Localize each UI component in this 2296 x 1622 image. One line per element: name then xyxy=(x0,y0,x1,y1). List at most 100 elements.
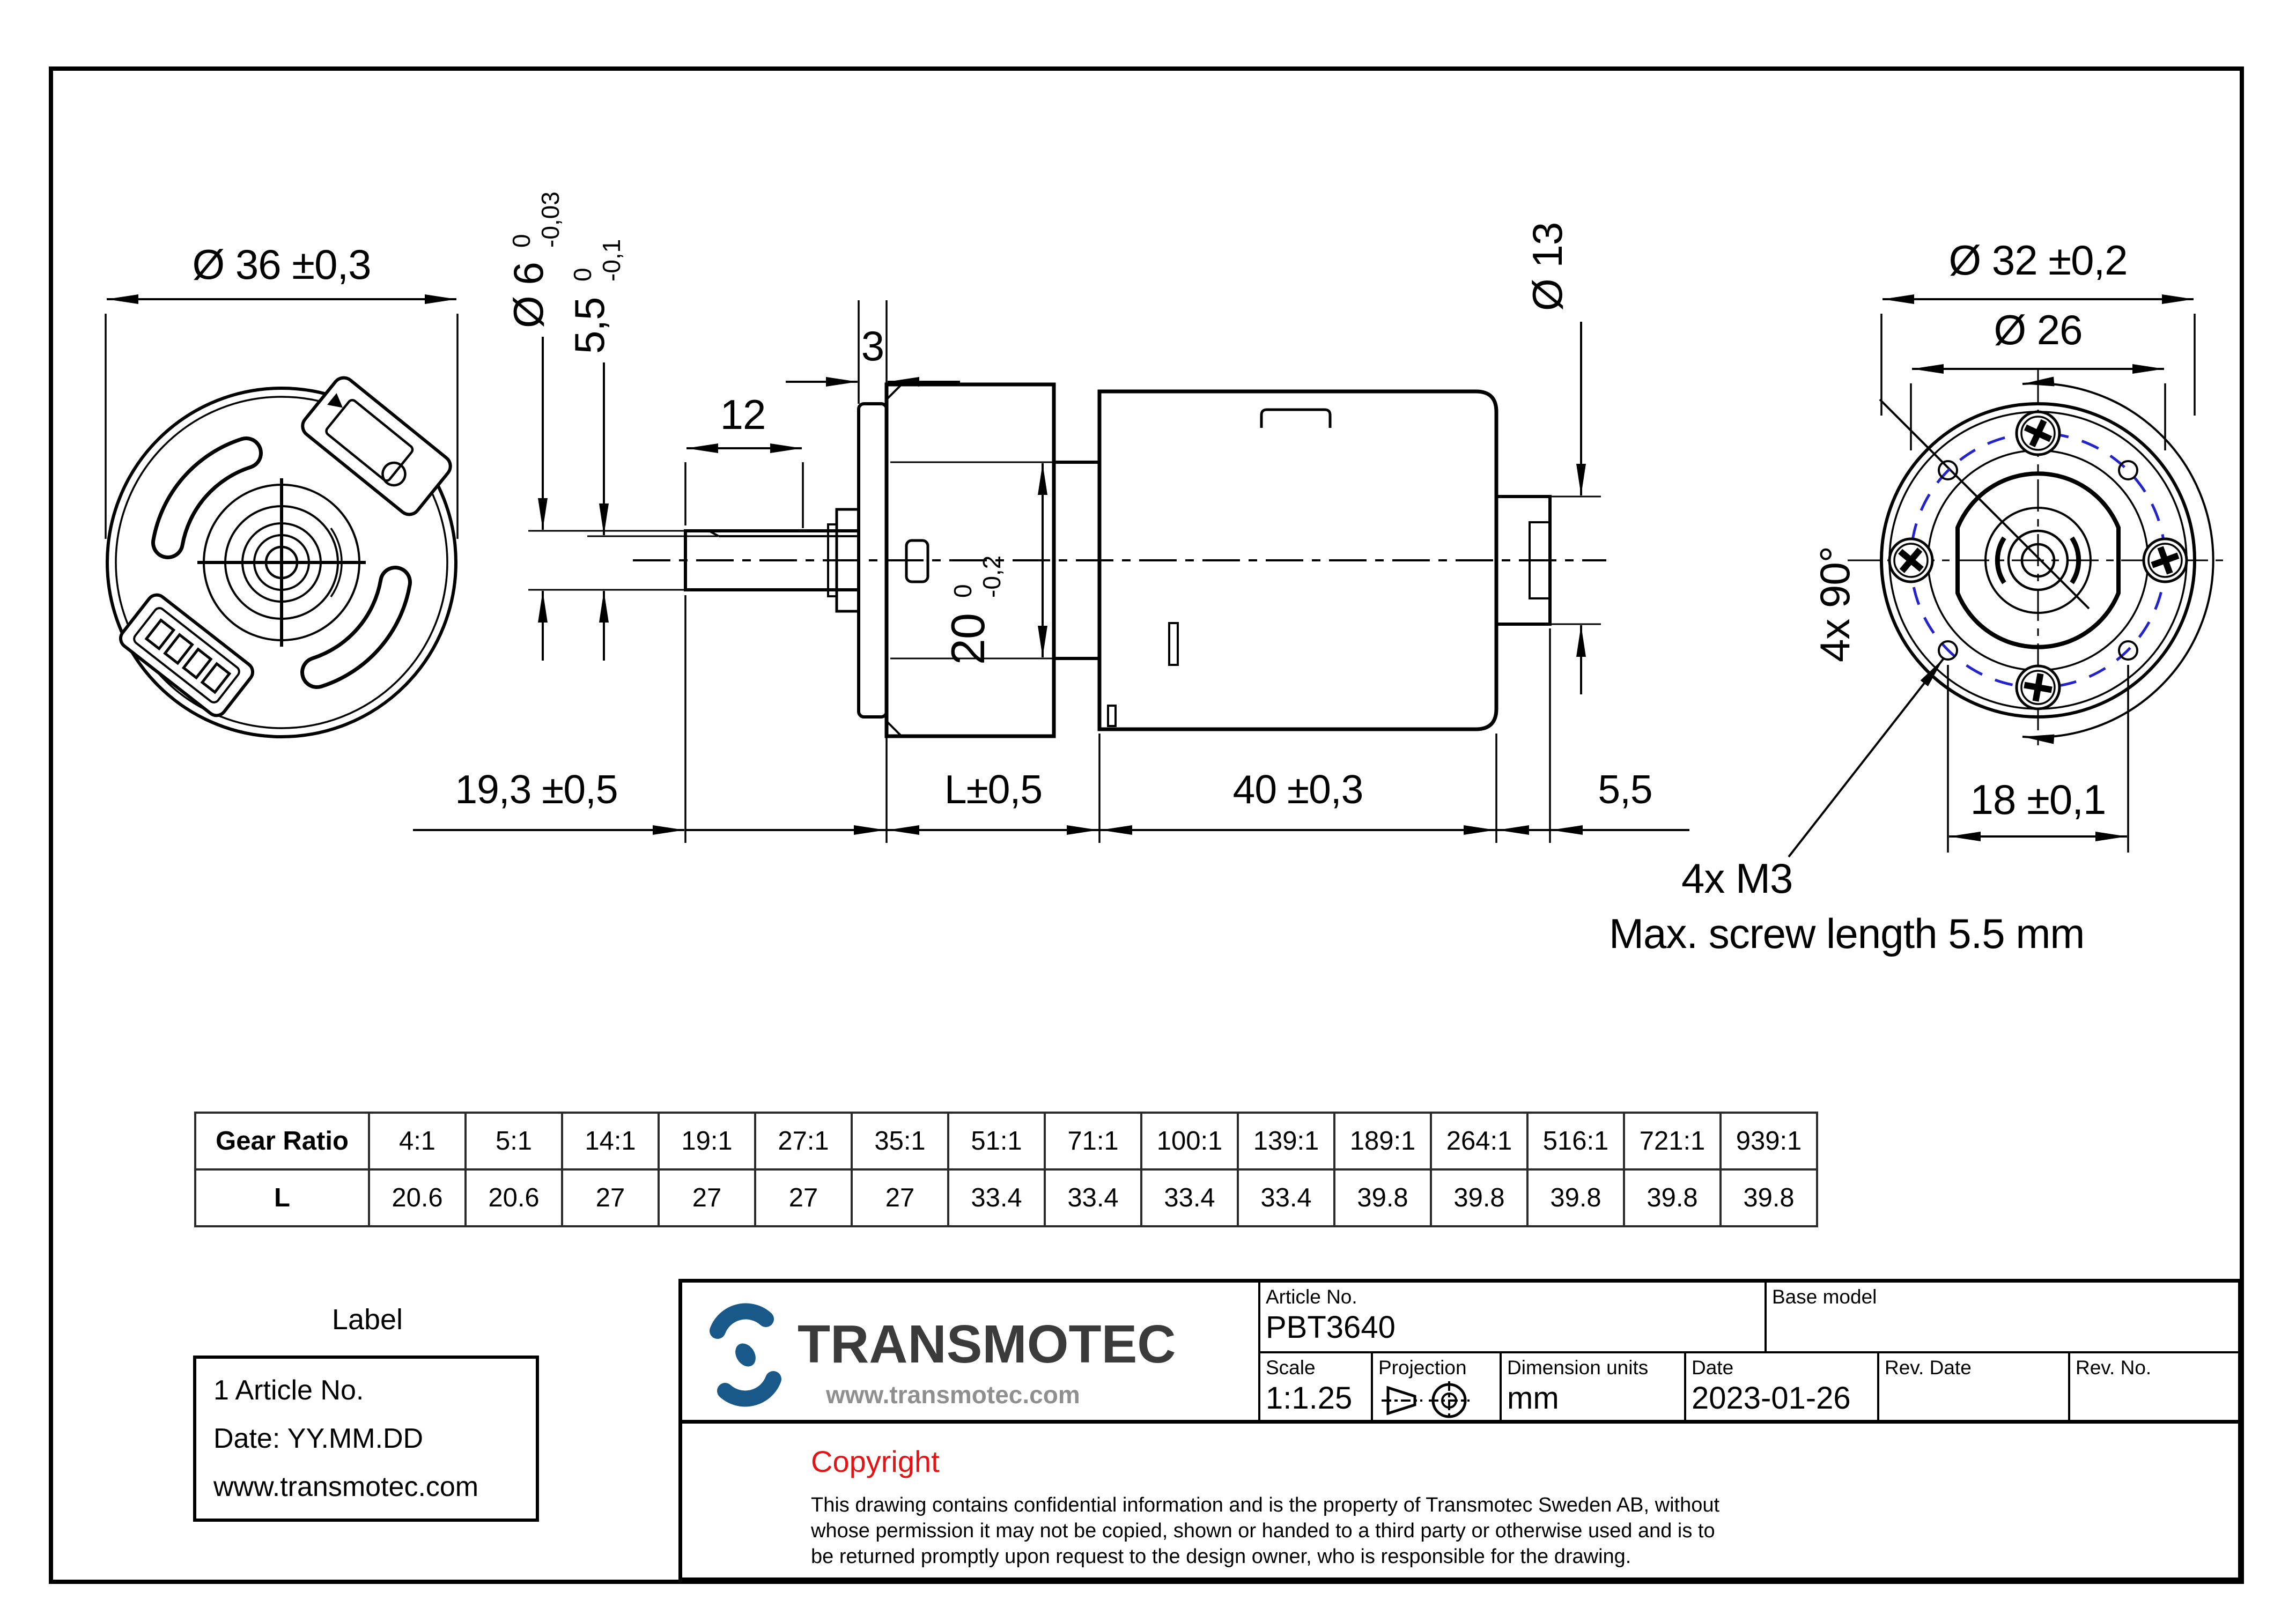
svg-text:0: 0 xyxy=(569,268,596,282)
l-cell-7: 33.4 xyxy=(1044,1168,1142,1227)
label-box: 1 Article No. Date: YY.MM.DD www.transmo… xyxy=(193,1356,539,1522)
l-header: L xyxy=(194,1168,370,1227)
screw-right xyxy=(2142,537,2188,583)
front-view xyxy=(106,376,457,738)
gear-ratio-table: Gear Ratio 4:1 5:1 14:1 19:1 27:1 35:1 5… xyxy=(194,1112,1818,1227)
dim-d36-text: Ø 36 ±0,3 xyxy=(192,241,371,288)
screw-bottom xyxy=(2015,664,2061,710)
dim-40-text: 40 ±0,3 xyxy=(1233,767,1363,812)
l-cell-14: 39.8 xyxy=(1719,1168,1818,1227)
projection-symbol xyxy=(1382,1381,1470,1420)
article-no-value: PBT3640 xyxy=(1266,1310,1396,1345)
gear-ratio-cell-8: 100:1 xyxy=(1140,1112,1239,1171)
dim-12 xyxy=(684,443,804,528)
base-model-cell: Base model xyxy=(1765,1279,2242,1353)
label-title: Label xyxy=(331,1303,403,1336)
l-row: L 20.6 20.6 27 27 27 27 33.4 33.4 33.4 3… xyxy=(194,1168,1818,1227)
dim-20 xyxy=(890,461,1065,660)
dim-chain xyxy=(413,595,1689,843)
gear-ratio-cell-9: 139:1 xyxy=(1237,1112,1335,1171)
dim-3 xyxy=(786,300,960,404)
l-cell-10: 39.8 xyxy=(1333,1168,1432,1227)
brand-website: www.transmotec.com xyxy=(826,1381,1080,1409)
l-cell-4: 27 xyxy=(754,1168,853,1227)
m3-hole xyxy=(1938,460,1958,480)
date-value: 2023-01-26 xyxy=(1692,1381,1851,1416)
dim-d13 xyxy=(1533,322,1601,694)
rev-date-cell: Rev. Date xyxy=(1877,1351,2070,1424)
gear-ratio-cell-3: 19:1 xyxy=(658,1112,756,1171)
dim-20-label: 20 0 -0,2 xyxy=(941,556,1006,665)
svg-text:-0,03: -0,03 xyxy=(536,191,564,248)
screw-top xyxy=(2015,410,2061,456)
copyright-line-1: This drawing contains confidential infor… xyxy=(811,1494,1720,1516)
dim-d6-label: Ø 6 0 -0,03 xyxy=(505,191,564,328)
svg-text:0: 0 xyxy=(949,584,977,598)
copyright-line-3: be returned promptly upon request to the… xyxy=(811,1545,1631,1568)
dim-193-text: 19,3 ±0,5 xyxy=(455,767,617,812)
gear-ratio-row: Gear Ratio 4:1 5:1 14:1 19:1 27:1 35:1 5… xyxy=(194,1112,1818,1171)
m3-note-line2: Max. screw length 5.5 mm xyxy=(1609,910,2084,957)
dim-d55-label: 5,5 0 -0,1 xyxy=(566,239,625,354)
connector-block xyxy=(119,593,255,717)
l-cell-5: 27 xyxy=(851,1168,949,1227)
date-cell: Date 2023-01-26 xyxy=(1684,1351,1879,1424)
svg-text:-0,1: -0,1 xyxy=(597,239,625,282)
base-model-label: Base model xyxy=(1772,1286,1877,1308)
dim-12-text: 12 xyxy=(720,391,766,438)
brand-wordmark: TRANSMOTEC xyxy=(798,1314,1176,1374)
brush-card xyxy=(301,376,452,516)
label-line-1: 1 Article No. xyxy=(213,1375,364,1406)
scale-value: 1:1.25 xyxy=(1266,1381,1353,1416)
dim-3-text: 3 xyxy=(861,322,884,369)
m3-hole xyxy=(1938,640,1958,661)
dim-angle-label: 4x 90° xyxy=(1811,546,1858,662)
dim-front-diameter xyxy=(105,294,459,539)
m3-note-line1: 4x M3 xyxy=(1681,855,1792,902)
projection-label: Projection xyxy=(1378,1357,1467,1379)
rear-view xyxy=(1848,370,2228,751)
l-cell-2: 27 xyxy=(561,1168,660,1227)
dim-18 xyxy=(1947,665,2129,853)
gear-ratio-cell-12: 516:1 xyxy=(1526,1112,1625,1171)
rev-date-label: Rev. Date xyxy=(1885,1357,1972,1379)
dim-d32-text: Ø 32 ±0,2 xyxy=(1948,236,2127,284)
gear-table: Gear Ratio 4:1 5:1 14:1 19:1 27:1 35:1 5… xyxy=(194,1112,1818,1227)
m3-leader xyxy=(1788,657,1945,858)
date-label: Date xyxy=(1692,1357,1734,1379)
label-line-2: Date: YY.MM.DD xyxy=(213,1423,424,1454)
copyright-line-2: whose permission it may not be copied, s… xyxy=(811,1520,1715,1542)
svg-text:0: 0 xyxy=(507,234,535,248)
m3-hole xyxy=(2118,460,2138,480)
transmotec-logo-icon xyxy=(710,1303,781,1407)
l-cell-0: 20.6 xyxy=(368,1168,467,1227)
sheet-frame xyxy=(49,66,2244,1584)
l-cell-9: 33.4 xyxy=(1237,1168,1335,1227)
gear-ratio-cell-5: 35:1 xyxy=(851,1112,949,1171)
svg-text:4x 90°: 4x 90° xyxy=(1811,546,1858,662)
l-cell-1: 20.6 xyxy=(464,1168,563,1227)
svg-text:5,5: 5,5 xyxy=(566,298,613,354)
article-no-cell: Article No. PBT3640 xyxy=(1258,1279,1767,1353)
dimension-units-label: Dimension units xyxy=(1507,1357,1649,1379)
copyright-title: Copyright xyxy=(811,1445,940,1478)
svg-text:-0,2: -0,2 xyxy=(978,556,1006,598)
dim-d26-text: Ø 26 xyxy=(1994,306,2082,353)
gear-ratio-cell-13: 721:1 xyxy=(1623,1112,1722,1171)
svg-text:Ø 6: Ø 6 xyxy=(505,262,552,328)
dimension-units-value: mm xyxy=(1507,1381,1559,1416)
l-cell-6: 33.4 xyxy=(947,1168,1046,1227)
gear-ratio-cell-0: 4:1 xyxy=(368,1112,467,1171)
side-view xyxy=(633,382,1606,738)
screw-left xyxy=(1888,537,1934,583)
scale-label: Scale xyxy=(1266,1357,1316,1379)
rev-no-cell: Rev. No. xyxy=(2068,1351,2242,1424)
gear-ratio-cell-10: 189:1 xyxy=(1333,1112,1432,1171)
scale-cell: Scale 1:1.25 xyxy=(1258,1351,1373,1424)
gear-ratio-cell-14: 939:1 xyxy=(1719,1112,1818,1171)
m3-hole xyxy=(2118,640,2138,661)
gear-ratio-cell-4: 27:1 xyxy=(754,1112,853,1171)
article-no-label: Article No. xyxy=(1266,1286,1357,1308)
dim-shaft-arrows xyxy=(528,337,718,661)
